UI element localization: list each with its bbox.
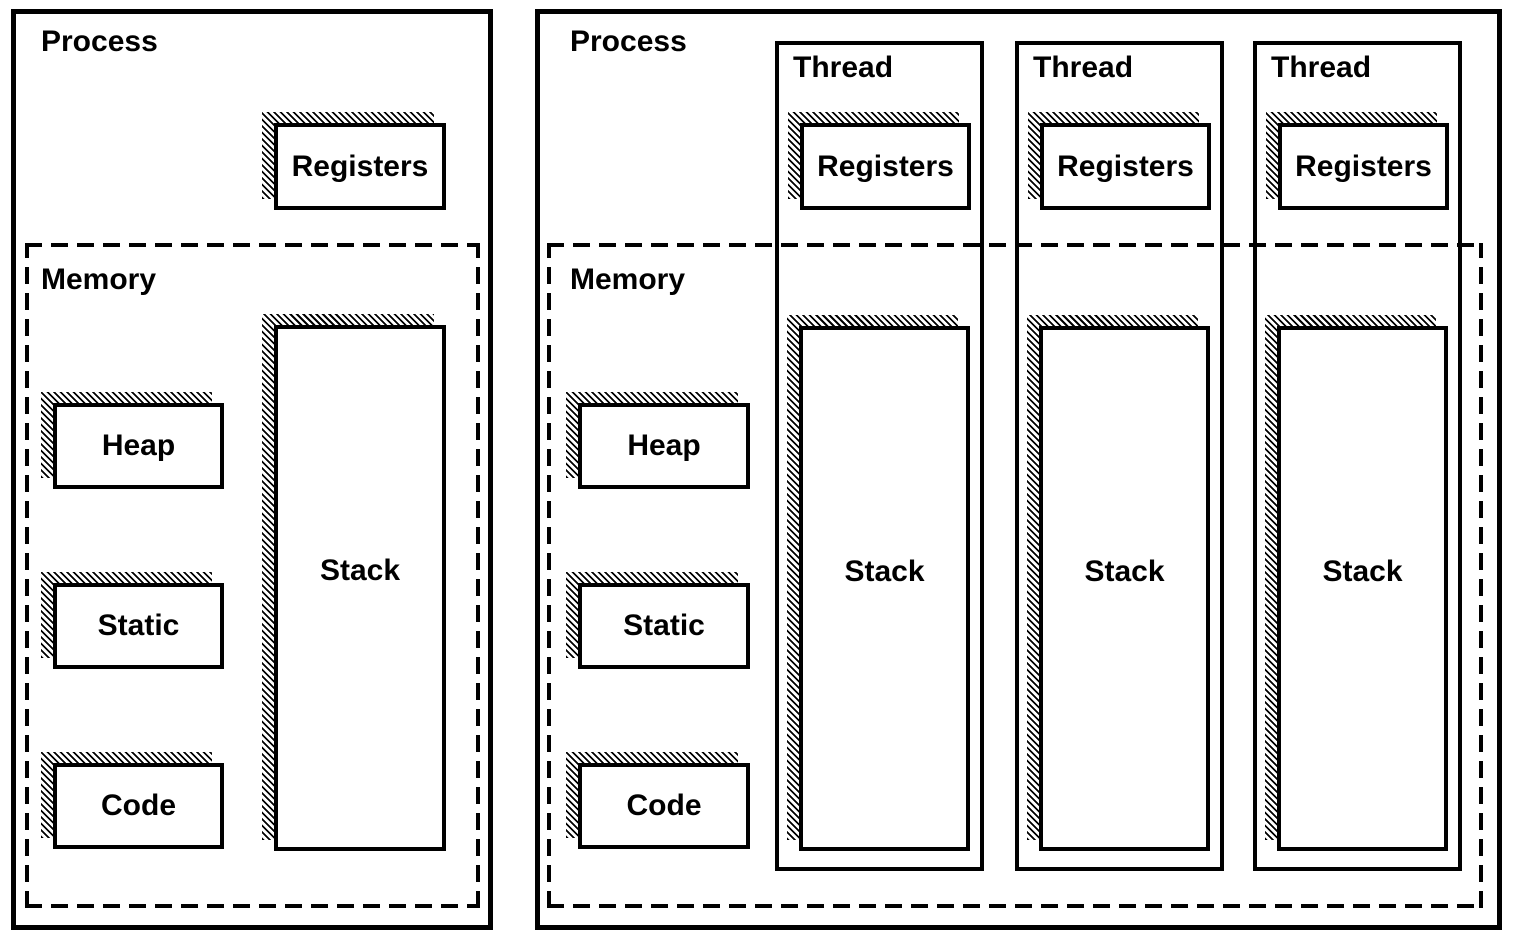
heap-label: Heap [53,403,224,489]
static-box: Static [41,572,224,669]
code-label: Code [53,763,224,849]
stack-box: Stack [787,315,970,851]
heap-label: Heap [578,403,750,489]
heap-box: Heap [41,392,224,489]
heap-box: Heap [566,392,750,489]
code-box: Code [41,752,224,849]
registers-label: Registers [1040,123,1211,210]
thread-title: Thread [793,51,894,84]
memory-label: Memory [570,263,686,296]
stack-box: Stack [262,314,446,851]
registers-box: Registers [788,112,971,210]
thread-title: Thread [1033,51,1134,84]
registers-label: Registers [800,123,971,210]
stack-label: Stack [1039,326,1210,851]
process-title-left: Process [41,25,158,58]
memory-label: Memory [41,263,157,296]
stack-box: Stack [1027,315,1210,851]
static-label: Static [53,583,224,669]
thread-panel-1: Thread Registers Stack [775,41,984,871]
thread-panel-3: Thread Registers Stack [1253,41,1462,871]
multi-thread-process-panel: Process Thread Registers Stack Thread Re… [535,9,1502,930]
registers-box: Registers [262,112,446,210]
registers-label: Registers [274,123,446,210]
stack-label: Stack [1277,326,1448,851]
registers-label: Registers [1278,123,1449,210]
stack-label: Stack [274,325,446,851]
thread-panel-2: Thread Registers Stack [1015,41,1224,871]
code-label: Code [578,763,750,849]
static-label: Static [578,583,750,669]
stack-box: Stack [1265,315,1448,851]
registers-box: Registers [1266,112,1449,210]
code-box: Code [566,752,750,849]
single-thread-process-panel: Process Registers Memory Heap Static Cod… [11,9,493,930]
registers-box: Registers [1028,112,1211,210]
static-box: Static [566,572,750,669]
thread-title: Thread [1271,51,1372,84]
stack-label: Stack [799,326,970,851]
process-title-right: Process [570,25,687,58]
